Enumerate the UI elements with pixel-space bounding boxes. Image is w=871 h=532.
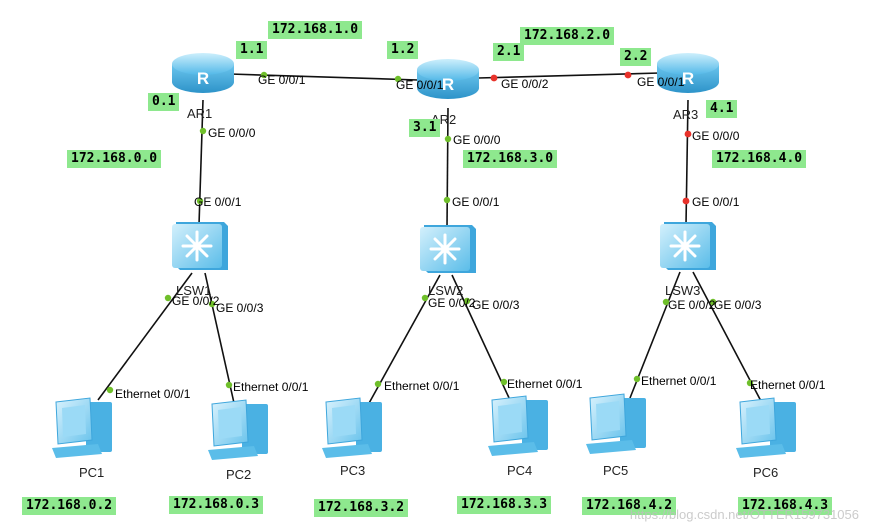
port-dot [682, 197, 690, 205]
device-name-ar3: AR3 [673, 107, 699, 122]
port-dot [260, 71, 268, 79]
port-label: GE 0/0/1 [258, 73, 306, 87]
port-label: GE 0/0/2 [668, 298, 716, 312]
port-label: GE 0/0/1 [637, 75, 685, 89]
port-label: GE 0/0/0 [692, 129, 740, 143]
device-name-lsw3: LSW3 [665, 283, 701, 298]
pc-ip-label: 172.168.4.2 [582, 497, 677, 515]
port-label: GE 0/0/2 [428, 296, 476, 310]
svg-text:R: R [197, 69, 209, 88]
port-dot [624, 71, 632, 79]
device-name-pc1: PC1 [79, 465, 105, 480]
network-label: 172.168.3.0 [463, 150, 558, 168]
port-label: Ethernet 0/0/1 [750, 378, 826, 392]
pc-ip-label: 172.168.0.3 [169, 496, 264, 514]
port-dot [394, 75, 402, 83]
port-label: GE 0/0/2 [172, 294, 220, 308]
port-label: GE 0/0/3 [714, 298, 762, 312]
svg-text:R: R [682, 69, 694, 88]
device-name-pc6: PC6 [753, 465, 779, 480]
port-label: Ethernet 0/0/1 [641, 374, 717, 388]
pc-ip-label: 172.168.4.3 [738, 497, 833, 515]
port-label: Ethernet 0/0/1 [384, 379, 460, 393]
interface-ip-label: 2.2 [620, 48, 652, 66]
network-label: 172.168.0.0 [67, 150, 162, 168]
port-label: GE 0/0/1 [194, 195, 242, 209]
port-dot [500, 378, 508, 386]
router-icon[interactable]: R [657, 53, 719, 93]
device-name-lsw2: LSW2 [428, 283, 464, 298]
pc-ip-label: 172.168.3.2 [314, 499, 409, 517]
link-ar2-lsw2[interactable] [446, 107, 449, 229]
port-label: GE 0/0/1 [692, 195, 740, 209]
link-lsw1-pc1[interactable] [97, 272, 193, 401]
port-label: Ethernet 0/0/1 [233, 380, 309, 394]
pc-icon[interactable] [586, 393, 646, 454]
port-dot [443, 196, 451, 204]
interface-ip-label: 4.1 [706, 100, 738, 118]
pc-icon[interactable] [488, 395, 548, 456]
port-dot [196, 197, 204, 205]
pc-ip-label: 172.168.0.2 [22, 497, 117, 515]
switch-icon[interactable] [420, 225, 476, 273]
network-label: 172.168.2.0 [520, 27, 615, 45]
interface-ip-label: 3.1 [409, 119, 441, 137]
router-icon[interactable]: R [172, 53, 234, 93]
pc-icon[interactable] [208, 399, 268, 460]
pc-icon[interactable] [322, 397, 382, 458]
port-dot [490, 74, 498, 82]
device-name-pc5: PC5 [603, 463, 629, 478]
port-dots [106, 71, 754, 394]
port-dot [684, 130, 692, 138]
port-label: GE 0/0/3 [472, 298, 520, 312]
switch-icon[interactable] [660, 222, 716, 270]
port-label: GE 0/0/1 [396, 78, 444, 92]
port-dot [709, 298, 717, 306]
device-name-ar1: AR1 [187, 106, 213, 121]
device-name-lsw1: LSW1 [176, 283, 212, 298]
pc-ip-label: 172.168.3.3 [457, 496, 552, 514]
interface-ip-label: 1.2 [387, 41, 419, 59]
port-dot [199, 127, 207, 135]
device-name-pc3: PC3 [340, 463, 366, 478]
port-dot [444, 135, 452, 143]
interface-ip-label: 2.1 [493, 43, 525, 61]
link-lsw1-pc2[interactable] [204, 272, 235, 404]
port-label: GE 0/0/0 [453, 133, 501, 147]
port-label: GE 0/0/2 [501, 77, 549, 91]
network-label: 172.168.1.0 [268, 21, 363, 39]
port-dot [208, 300, 216, 308]
port-label: GE 0/0/0 [208, 126, 256, 140]
port-dot [421, 294, 429, 302]
port-label: GE 0/0/1 [452, 195, 500, 209]
device-name-pc2: PC2 [226, 467, 252, 482]
network-label: 172.168.4.0 [712, 150, 807, 168]
router-icon[interactable]: R [417, 59, 479, 99]
port-dot [746, 379, 754, 387]
port-label: Ethernet 0/0/1 [115, 387, 191, 401]
port-label: Ethernet 0/0/1 [507, 377, 583, 391]
svg-text:R: R [442, 75, 454, 94]
device-name-pc4: PC4 [507, 463, 533, 478]
watermark: https://blog.csdn.net/OTTER159731056 [629, 507, 859, 522]
port-dot [374, 380, 382, 388]
switch-icon[interactable] [172, 222, 228, 270]
port-dot [633, 375, 641, 383]
interface-ip-label: 0.1 [148, 93, 180, 111]
port-dot [225, 381, 233, 389]
pc-icon[interactable] [736, 397, 796, 458]
port-dot [662, 298, 670, 306]
pc-icon[interactable] [52, 397, 112, 458]
port-dot [106, 386, 114, 394]
port-label: GE 0/0/3 [216, 301, 264, 315]
link-lsw2-pc4[interactable] [451, 274, 511, 401]
port-dot [463, 297, 471, 305]
interface-ip-label: 1.1 [236, 41, 268, 59]
port-dot [164, 294, 172, 302]
